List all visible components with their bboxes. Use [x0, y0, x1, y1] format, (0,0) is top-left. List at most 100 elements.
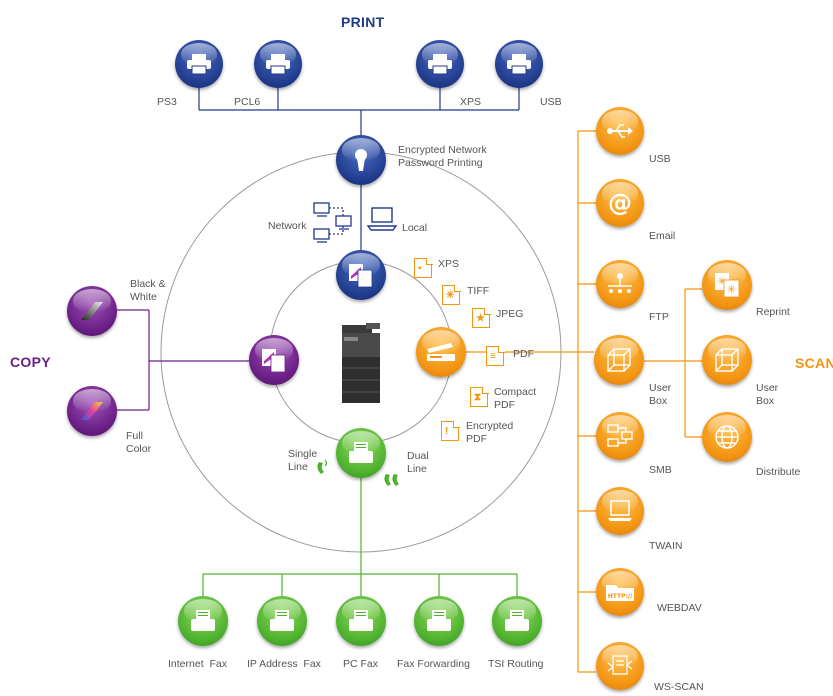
svg-text:✳: ✳ — [727, 283, 736, 296]
box-icon — [607, 348, 631, 372]
scan-distribute-label: Distribute — [756, 466, 801, 478]
fax-icon — [427, 610, 451, 631]
encrypted-printing-line2: Password Printing — [398, 157, 483, 169]
fax-ipaddress-node — [257, 596, 307, 646]
network-icon — [607, 424, 633, 447]
reprint-icon: ✳✳ — [715, 273, 740, 298]
local-label: Local — [402, 222, 428, 234]
printer-icon — [266, 54, 290, 75]
encrypted-pdf-label: Encrypted PDF — [466, 420, 514, 445]
pdf-file-icon: ≡ — [486, 345, 505, 366]
scan-smb-label: SMB — [649, 464, 672, 476]
dual-line-label: Dual Line — [407, 450, 429, 475]
tiff-file-icon: ✳ — [442, 284, 461, 305]
print-pcl6-node — [254, 40, 302, 88]
scan-smb-node — [596, 412, 644, 460]
copy-bw-node — [67, 286, 117, 336]
scan-userbox-node — [594, 335, 644, 385]
jpeg-format-label: JPEG — [496, 308, 524, 320]
documents-icon — [262, 349, 286, 373]
copy-color-node — [67, 386, 117, 436]
print-xps-label: XPS — [460, 96, 482, 108]
print-pcl6-label: PCL6 — [234, 96, 261, 108]
encrypted-printing-node — [336, 135, 386, 185]
scanner-icon — [427, 343, 455, 361]
encrypted-pdf-file-icon: ! — [441, 420, 460, 441]
print-usb-node — [495, 40, 543, 88]
scan-webdav-label: WEBDAV — [657, 602, 702, 614]
scan-wsscan-node — [596, 642, 644, 690]
at-icon: @ — [608, 190, 632, 216]
single-line-label: Single Line — [288, 448, 318, 473]
box-icon — [715, 348, 739, 372]
fax-tsi-node — [492, 596, 542, 646]
print-xps-node — [416, 40, 464, 88]
globe-icon — [715, 425, 739, 449]
fax-internet-node — [178, 596, 228, 646]
fax-icon — [349, 610, 373, 631]
fax-icon — [191, 610, 215, 631]
scan-center-node — [416, 327, 466, 377]
network-computers-icon — [313, 202, 352, 243]
scan-usb-label: USB — [649, 153, 671, 165]
fax-forwarding-node — [414, 596, 464, 646]
tiff-format-label: TIFF — [467, 285, 490, 297]
svg-text:@: @ — [608, 190, 632, 216]
fax-ipaddress-label: IP Address Fax — [247, 658, 321, 670]
mfp-device-image — [342, 323, 380, 403]
scan-userbox2-label: User Box — [756, 382, 779, 407]
ws-scan-icon — [607, 655, 633, 675]
print-center-node — [336, 250, 386, 300]
xps-file-icon: ▪ — [414, 257, 433, 278]
scan-webdav-node: HTTP:// — [596, 568, 644, 616]
printer-icon — [187, 54, 211, 75]
keyhole-icon — [355, 149, 367, 171]
folder-icon: HTTP:// — [606, 585, 634, 601]
fax-icon — [505, 610, 529, 631]
scan-twain-label: TWAIN — [649, 540, 683, 552]
fax-tsi-label: TSI Routing — [488, 658, 544, 670]
single-line-phone-icon — [317, 459, 328, 474]
copy-center-node — [249, 335, 299, 385]
print-ps3-node — [175, 40, 223, 88]
print-ps3-label: PS3 — [157, 96, 177, 108]
fax-icon — [349, 442, 373, 463]
monitor-icon — [608, 500, 632, 521]
copy-bw-label: Black & White — [130, 278, 166, 303]
scan-ftp-label: FTP — [649, 311, 669, 323]
fax-icon — [270, 610, 294, 631]
bw-copy-icon — [81, 302, 103, 320]
print-title: PRINT — [341, 14, 385, 30]
local-computer-icon — [366, 207, 398, 231]
fax-pc-node — [336, 596, 386, 646]
compact-pdf-label: Compact PDF — [494, 386, 537, 411]
fax-internet-label: Internet Fax — [168, 658, 227, 670]
scan-usb-node — [596, 107, 644, 155]
print-connectors — [198, 84, 520, 250]
printer-icon — [428, 54, 452, 75]
pdf-format-label: PDF — [513, 348, 534, 360]
encrypted-printing-line1: Encrypted Network — [398, 144, 487, 156]
scan-title: SCAN — [795, 355, 833, 371]
scan-userbox2-node — [702, 335, 752, 385]
print-usb-label: USB — [540, 96, 562, 108]
copy-color-label: Full Color — [126, 430, 152, 455]
network-label: Network — [268, 220, 307, 232]
compact-pdf-file-icon: ⧗ — [470, 386, 489, 407]
scan-email-label: Email — [649, 230, 676, 242]
usb-icon — [607, 124, 633, 138]
printer-icon — [507, 54, 531, 75]
fax-center-node — [336, 428, 386, 478]
scan-userbox-label: User Box — [649, 382, 672, 407]
documents-icon — [349, 264, 373, 288]
scan-reprint-label: Reprint — [756, 306, 790, 318]
ftp-icon — [608, 273, 632, 293]
fax-forwarding-label: Fax Forwarding — [397, 658, 470, 670]
fax-pc-label: PC Fax — [343, 658, 379, 670]
copy-title: COPY — [10, 354, 51, 370]
scan-reprint-node: ✳✳ — [702, 260, 752, 310]
svg-text:✳: ✳ — [717, 275, 726, 288]
scan-ftp-node — [596, 260, 644, 308]
fax-connectors — [202, 478, 518, 596]
